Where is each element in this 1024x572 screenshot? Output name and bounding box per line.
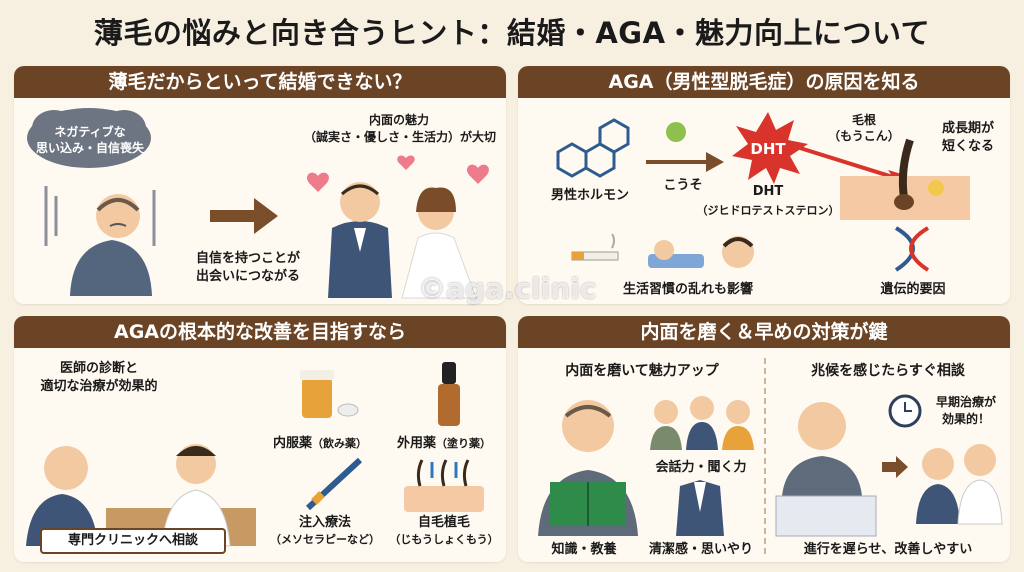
- doctor-text: 医師の診断と適切な治療が効果的: [40, 361, 158, 394]
- doctor-patient-icon: [916, 444, 1003, 525]
- watermark: ©aga.clinic: [418, 272, 597, 305]
- enzyme-label: こうそ: [663, 178, 703, 193]
- enzyme-icon: [666, 122, 686, 142]
- topical-medicine-label: 外用薬（塗り薬）: [396, 436, 491, 451]
- panel-marriage-heading: 薄毛だからといって結婚できない？: [14, 66, 506, 98]
- couple-icon: [307, 155, 489, 299]
- dht-burst-icon: [732, 112, 808, 184]
- early-treatment-label: 早期治療が効果的！: [935, 395, 996, 426]
- dna-icon: [894, 226, 930, 272]
- arrow-right-icon: [210, 198, 278, 234]
- panel-marriage: 薄毛だからといって結婚できない？ ネガティブな思い込み・自信喪失 自信を持つこと…: [14, 66, 506, 304]
- oral-medicine-icon: [300, 370, 359, 418]
- syringe-icon: [305, 457, 363, 511]
- topical-medicine-icon: [438, 362, 460, 426]
- panel-treatment-heading: AGAの根本的な改善を目指すなら: [14, 316, 506, 348]
- genetic-label: 遺伝的要因: [880, 282, 946, 297]
- transplant-label: 自毛植毛（じもうしょくもう）: [389, 515, 499, 546]
- dht-burst-text: DHT: [750, 140, 786, 158]
- clinic-label: 専門クリニックへ相談: [40, 528, 226, 554]
- early-consult-title: 兆候を感じたらすぐ相談: [811, 363, 965, 379]
- confidence-text: 自信を持つことが出会いにつながる: [195, 251, 300, 284]
- hair-root-icon: [840, 138, 970, 220]
- knowledge-label: 知識・教養: [551, 542, 617, 557]
- panel-aga-cause: AGA（男性型脱毛症）の原因を知る 男性ホルモン こうそ DHT DHT （ジヒ…: [518, 66, 1010, 304]
- panel-early-action: 内面を磨く＆早めの対策が鍵 内面を磨いて魅力アップ 知識・教養 会話力・聞く力 …: [518, 316, 1010, 562]
- thought-cloud-icon: [27, 108, 151, 168]
- reading-man-icon: [538, 400, 638, 536]
- panel-aga-cause-heading: AGA（男性型脱毛症）の原因を知る: [518, 66, 1010, 98]
- slow-progress-label: 進行を遅らせ、改善しやすい: [803, 542, 973, 557]
- lifestyle-label: 生活習慣の乱れも影響: [622, 282, 753, 297]
- enzyme-arrow-icon: [646, 152, 724, 172]
- dht-label: DHT: [752, 184, 784, 199]
- panel-early-action-heading: 内面を磨く＆早めの対策が鍵: [518, 316, 1010, 348]
- inner-charm-title: 内面を磨いて魅力アップ: [565, 363, 719, 379]
- oral-medicine-label: 内服薬（飲み薬）: [272, 436, 367, 451]
- charm-text: 内面の魅力（誠実さ・優しさ・生活力）が大切: [304, 113, 497, 144]
- growth-label: 成長期が短くなる: [941, 121, 994, 154]
- conversation-group-icon: [650, 396, 754, 450]
- suit-icon: [676, 480, 724, 536]
- arrow-right-small-icon: [882, 456, 908, 478]
- dht-full-label: （ジヒドロテストステロン）: [696, 204, 840, 217]
- root-label: 毛根（もうこん）: [828, 113, 900, 143]
- panel-divider: [764, 358, 766, 554]
- worried-man-sink-icon: [775, 402, 877, 537]
- injection-label: 注入療法（メソセラピーなど）: [270, 515, 380, 546]
- page-title: 薄毛の悩みと向き合うヒント：結婚・AGA・魅力向上について: [93, 16, 931, 50]
- hormone-molecule-icon: [556, 118, 630, 178]
- sad-man-icon: [44, 186, 156, 296]
- cloud-text: ネガティブな思い込み・自信喪失: [35, 125, 144, 155]
- lifestyle-icons: [571, 233, 754, 268]
- doctor-consultation-icon: [26, 444, 256, 547]
- hormone-label: 男性ホルモン: [550, 188, 629, 203]
- clean-label: 清潔感・思いやり: [648, 542, 753, 557]
- clock-icon: [888, 394, 922, 428]
- hair-transplant-icon: [404, 459, 484, 512]
- skills-label: 会話力・聞く力: [655, 460, 747, 475]
- panel-treatment: AGAの根本的な改善を目指すなら 医師の診断と適切な治療が効果的 専門クリニック…: [14, 316, 506, 562]
